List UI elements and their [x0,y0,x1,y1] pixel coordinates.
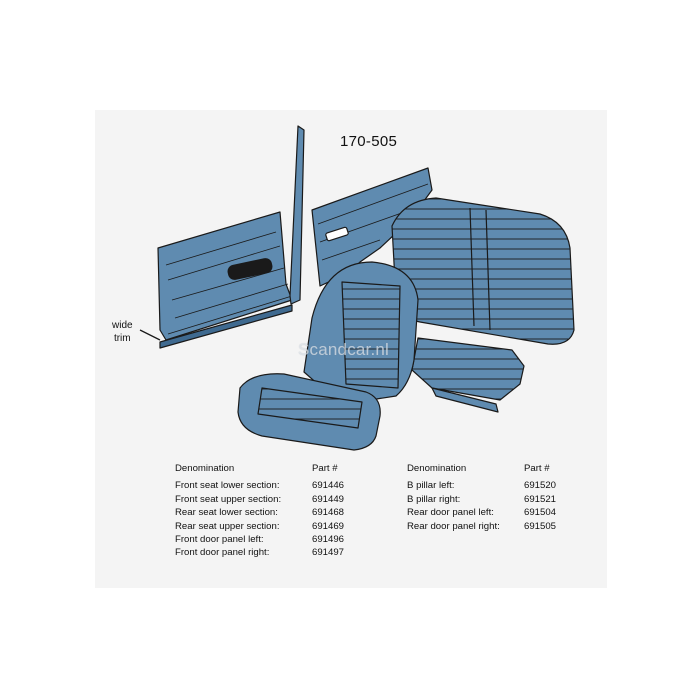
part-number: 691505 [524,520,557,532]
header-part-number: Part # [312,463,338,474]
table-row: Front seat lower section: 691446 [175,479,344,492]
part-name: Rear seat upper section: [175,520,280,532]
table-row: Rear seat upper section: 691469 [175,520,344,533]
part-name: Front seat lower section: [175,480,280,492]
wide-trim-label: wide trim [112,319,133,345]
part-number: 691446 [312,480,345,492]
part-number: 691521 [524,493,557,505]
table-header: Denomination Part # [407,462,556,475]
header-denomination: Denomination [407,463,467,474]
parts-table-left: Denomination Part # Front seat lower sec… [175,462,344,560]
table-row: Front seat upper section: 691449 [175,493,344,506]
part-name: Front door panel right: [175,547,270,559]
front-seat-lower [237,373,381,451]
watermark: Scandcar.nl [298,340,390,359]
rear-door-panel [311,167,433,287]
part-name: Front door panel left: [175,534,264,546]
part-set-code: 170-505 [340,133,398,150]
part-name: Rear door panel left: [407,507,494,519]
table-row: Rear door panel left: 691504 [407,506,556,519]
table-row: Rear seat lower section: 691468 [175,506,344,519]
part-number: 691469 [312,520,345,532]
part-name: B pillar left: [407,480,455,492]
rear-seat-lower [411,337,525,413]
front-seat-upper [303,261,419,401]
table-row: Rear door panel right: 691505 [407,520,556,533]
table-row: B pillar right: 691521 [407,493,556,506]
table-header: Denomination Part # [175,462,344,475]
part-number: 691504 [524,507,557,519]
part-number: 691520 [524,480,557,492]
part-number: 691468 [312,507,345,519]
front-door-panel-left [157,211,293,341]
wide-trim-strip [159,304,293,349]
header-denomination: Denomination [175,463,235,474]
part-name: Front seat upper section: [175,493,282,505]
part-number: 691496 [312,534,345,546]
trim-pointer-line [139,329,161,341]
b-pillar [289,125,305,305]
parts-table-right: Denomination Part # B pillar left: 691520… [407,462,556,533]
header-part-number: Part # [524,463,550,474]
wide-trim-label-line1: wide [112,320,133,331]
table-row: Front door panel right: 691497 [175,546,344,559]
part-name: Rear seat lower section: [175,507,278,519]
part-number: 691449 [312,493,345,505]
table-row: B pillar left: 691520 [407,479,556,492]
part-name: Rear door panel right: [407,520,500,532]
wide-trim-label-line2: trim [113,333,131,344]
rear-seat-upper [391,197,575,345]
part-number: 691497 [312,547,345,559]
table-row: Front door panel left: 691496 [175,533,344,546]
part-name: B pillar right: [407,493,461,505]
